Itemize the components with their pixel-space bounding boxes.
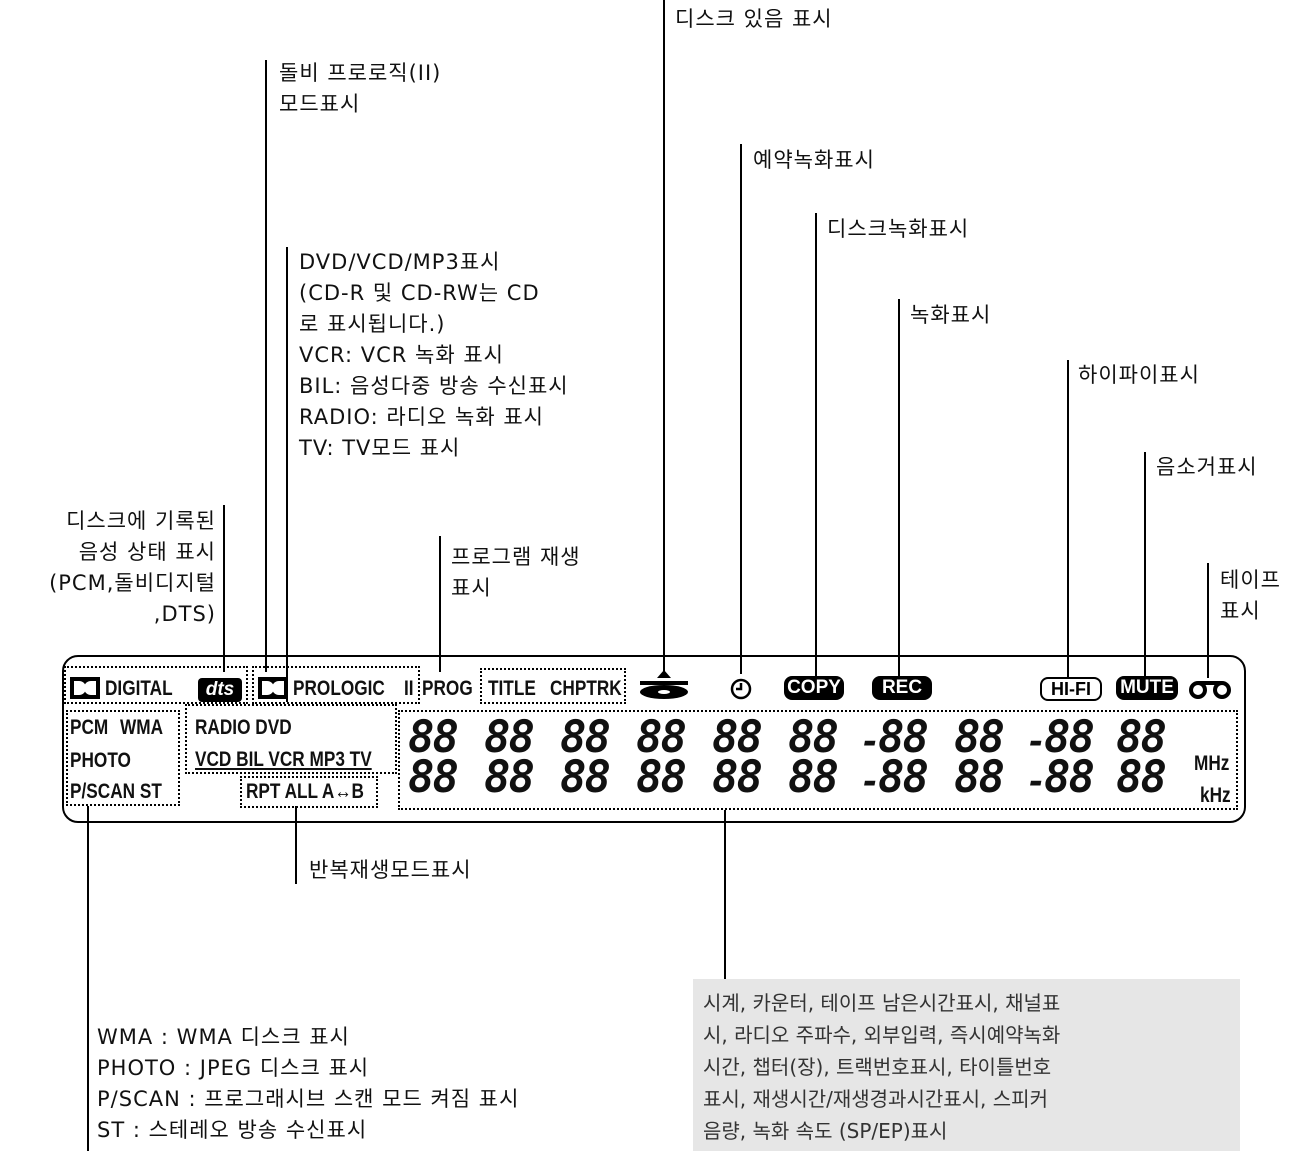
- wma-indicator: WMA: [120, 716, 164, 739]
- pcm-indicator: PCM: [70, 716, 109, 739]
- leader-program: [439, 536, 441, 672]
- dolby-logo-icon: [70, 677, 100, 699]
- clock-icon: [730, 678, 752, 700]
- digit-7: 88: [878, 712, 929, 763]
- dolby-prologic-logo-icon: [258, 677, 288, 699]
- label-bottom-right: 시계, 카운터, 테이프 남은시간표시, 채널표 시, 라디오 주파수, 외부입…: [693, 979, 1240, 1151]
- digit-3: 88: [560, 712, 611, 763]
- digit-10b: 88: [1116, 752, 1167, 803]
- hifi-indicator: HI-FI: [1040, 677, 1102, 701]
- digit-5b: 88: [712, 752, 763, 803]
- leader-repeat: [295, 806, 297, 884]
- dts-indicator: dts: [198, 678, 242, 702]
- label-media: DVD/VCD/MP3표시 (CD-R 및 CD-RW는 CD 로 표시됩니다.…: [299, 250, 569, 460]
- leader-hifi: [1067, 360, 1069, 678]
- tape-icon: [1189, 681, 1231, 699]
- leader-audio-format: [223, 505, 225, 672]
- digit-9: 88: [1044, 712, 1095, 763]
- digit-6: 88: [788, 712, 839, 763]
- digit-8b: 88: [954, 752, 1005, 803]
- leader-disc-rec: [815, 213, 817, 678]
- khz-indicator: kHz: [1200, 784, 1231, 807]
- digit-sep-2: -: [1026, 722, 1047, 762]
- digit-2: 88: [484, 712, 535, 763]
- label-prologic: 돌비 프로로직(II) 모드표시: [279, 61, 442, 116]
- digit-4: 88: [636, 712, 687, 763]
- digit-10: 88: [1116, 712, 1167, 763]
- label-hifi: 하이파이표시: [1078, 363, 1200, 387]
- label-tape: 테이프 표시: [1220, 568, 1281, 623]
- digit-1b: 88: [408, 752, 459, 803]
- digit-sep-1b: -: [860, 762, 881, 802]
- label-repeat: 반복재생모드표시: [309, 858, 472, 882]
- label-mute: 음소거표시: [1156, 455, 1258, 479]
- leader-bottom-right: [724, 810, 726, 980]
- digit-8: 88: [954, 712, 1005, 763]
- leader-mute: [1144, 452, 1146, 678]
- digit-9b: 88: [1044, 752, 1095, 803]
- digit-2b: 88: [484, 752, 535, 803]
- rpt-all-ab-indicator: RPT ALL A↔B: [246, 780, 364, 803]
- digit-1: 88: [408, 712, 459, 763]
- leader-prologic: [265, 60, 267, 672]
- mute-indicator: MUTE: [1116, 676, 1178, 700]
- digit-sep-1: -: [860, 722, 881, 762]
- prog-indicator: PROG: [422, 677, 473, 700]
- audio-format-group: [64, 666, 248, 704]
- digit-sep-2b: -: [1026, 762, 1047, 802]
- label-rec: 녹화표시: [910, 303, 992, 327]
- vcd-bil-vcr-mp3-tv-indicator: VCD BIL VCR MP3 TV: [195, 748, 372, 771]
- digital-indicator: DIGITAL: [105, 677, 173, 700]
- leader-timer-rec: [740, 144, 742, 674]
- label-disc-present: 디스크 있음 표시: [675, 7, 833, 31]
- copy-indicator: COPY: [784, 676, 844, 700]
- leader-bottom-left: [87, 806, 89, 1151]
- label-timer-rec: 예약녹화표시: [753, 148, 875, 172]
- title-chptrk-group: [480, 668, 626, 704]
- mhz-indicator: MHz: [1194, 752, 1230, 775]
- leader-tape: [1207, 563, 1209, 678]
- label-disc-rec: 디스크녹화표시: [827, 217, 970, 241]
- leader-rec: [898, 299, 900, 678]
- digits-group: [398, 710, 1238, 810]
- radio-dvd-indicator: RADIO DVD: [195, 716, 292, 739]
- prologic-ii-indicator: II: [404, 677, 414, 700]
- pcm-group: [66, 710, 180, 806]
- label-bottom-left: WMA : WMA 디스크 표시 PHOTO : JPEG 디스크 표시 P/S…: [97, 1025, 520, 1142]
- chptrk-indicator: CHPTRK: [550, 677, 622, 700]
- label-program: 프로그램 재생 표시: [451, 545, 581, 600]
- digit-4b: 88: [636, 752, 687, 803]
- label-audio-format: 디스크에 기록된 음성 상태 표시 (PCM,돌비디지털 ,DTS): [49, 509, 216, 626]
- digit-7b: 88: [878, 752, 929, 803]
- digit-6b: 88: [788, 752, 839, 803]
- pscan-st-indicator: P/SCAN ST: [70, 780, 162, 803]
- prologic-indicator: PROLOGIC: [293, 677, 385, 700]
- disc-icon: [640, 670, 688, 699]
- front-display-panel: [62, 655, 1246, 823]
- rec-indicator: REC: [872, 676, 932, 700]
- leader-disc-present: [663, 0, 665, 672]
- title-indicator: TITLE: [488, 677, 536, 700]
- photo-indicator: PHOTO: [70, 749, 131, 772]
- media-group: [185, 704, 397, 774]
- leader-media: [286, 247, 288, 702]
- repeat-group: [240, 776, 378, 808]
- prologic-group: [252, 666, 420, 704]
- digit-3b: 88: [560, 752, 611, 803]
- digit-5: 88: [712, 712, 763, 763]
